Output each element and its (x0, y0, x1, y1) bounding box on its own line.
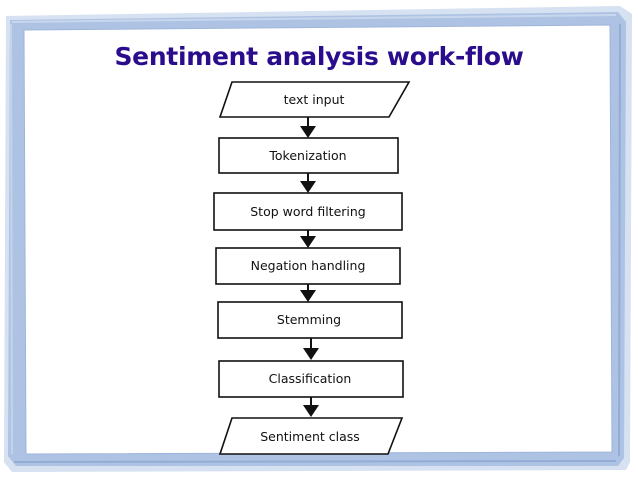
flow-node-stemming: Stemming (217, 301, 403, 339)
flow-node-negation-handling: Negation handling (215, 247, 401, 285)
node-label-tokenization: Tokenization (268, 148, 346, 163)
arrow-stemming-to-classification (303, 338, 319, 360)
arrow-tokenization-to-stop-word-filtering (300, 173, 316, 193)
arrow-stop-word-filtering-to-negation-handling (300, 230, 316, 248)
flow-node-classification: Classification (218, 360, 404, 398)
flow-arrows (300, 117, 319, 417)
flow-node-tokenization: Tokenization (218, 137, 399, 174)
node-label-classification: Classification (269, 371, 352, 386)
flow-node-stop-word-filtering: Stop word filtering (213, 192, 403, 231)
page-title: Sentiment analysis work-flow (114, 42, 524, 71)
node-label-text-input: text input (284, 92, 345, 107)
arrow-text-input-to-tokenization (300, 117, 316, 138)
node-label-stop-word-filtering: Stop word filtering (250, 204, 366, 219)
node-label-sentiment-class: Sentiment class (260, 429, 360, 444)
node-label-negation-handling: Negation handling (251, 258, 366, 273)
arrow-classification-to-sentiment-class (303, 397, 319, 417)
flow-node-text-input: text input (218, 81, 411, 118)
arrow-negation-handling-to-stemming (300, 284, 316, 302)
node-label-stemming: Stemming (277, 312, 341, 327)
flow-node-sentiment-class: Sentiment class (218, 417, 404, 455)
